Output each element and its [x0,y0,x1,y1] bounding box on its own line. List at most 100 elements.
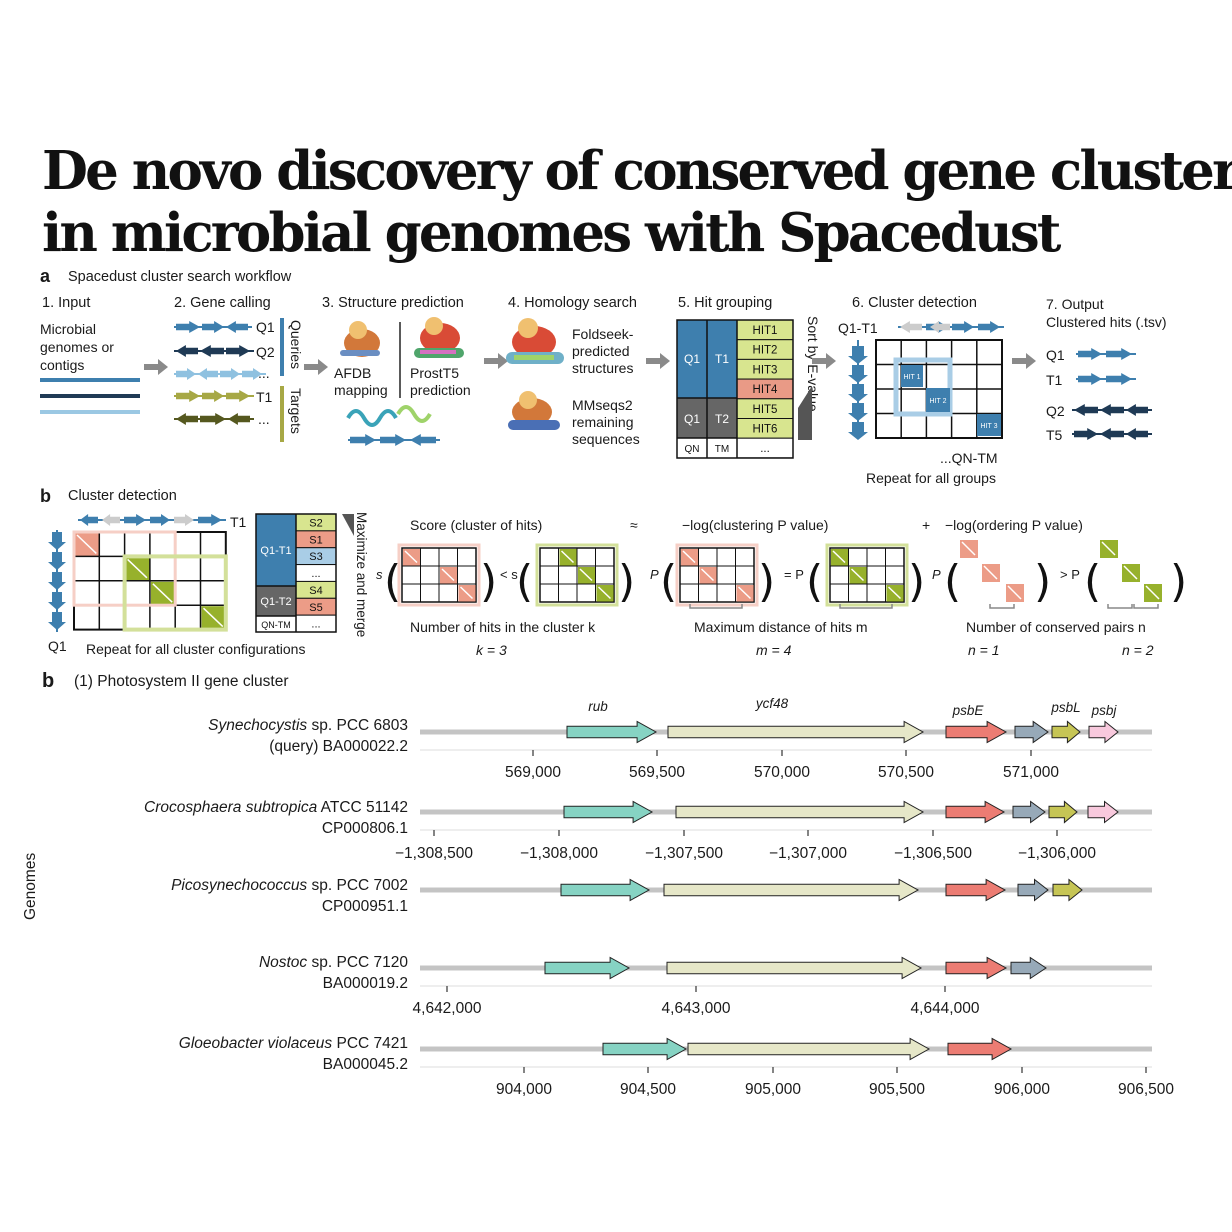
prost-text-1: ProstT5 [410,365,460,381]
tick-label: 906,000 [993,1081,1051,1098]
tbl-t1: T1 [715,352,729,366]
hit-diagonal [76,534,97,554]
gene-rub-arrow [560,878,651,902]
step-output: 7. Output [1046,296,1104,312]
mini-grid-border [397,543,481,607]
gene-arrow [200,345,224,357]
gene-label-psbj: psbj [1091,703,1117,718]
stack-label: S3 [309,551,322,563]
hit-diagonal [202,607,224,628]
open-paren: ( [944,556,961,607]
gene-q2-label: Q2 [256,344,275,360]
foldseek-text-2: predicted [572,343,630,359]
close-paren: ) [1170,556,1187,607]
m-value: m = 4 [756,642,792,658]
genome-5-accession: BA000045.2 [322,1056,408,1073]
pair-bracket [1133,604,1159,609]
close-paren: ) [1034,556,1051,607]
open-paren: ( [1084,556,1101,607]
workflow-arrows [144,353,1036,375]
tick-label: 906,500 [1117,1081,1175,1098]
hit-diagonal [579,568,593,582]
mmseqs-text-1: MMseqs2 [572,397,633,413]
hit-diagonal [832,550,846,564]
gene-arrow [174,514,194,526]
max-distance-label: Maximum distance of hits m [694,619,868,635]
hit-diagonal [961,541,976,556]
hit-label: HIT1 [753,325,778,337]
hit-diagonal [1145,585,1160,600]
step-input: 1. Input [42,295,91,311]
hit-diagonal [1101,541,1116,556]
stack-label: S4 [309,585,322,597]
panel-b-bottom-letter: b [42,670,55,692]
gene-psbJ-arrow [1088,720,1119,744]
tick-label: −1,307,000 [768,845,848,862]
pair-bracket [1107,604,1133,609]
gene-label-psbL: psbL [1051,700,1081,715]
afdb-text-1: AFDB [334,365,372,381]
repeat-all-configurations: Repeat for all cluster configurations [86,641,306,657]
gene-arrow [200,413,226,425]
p-greater: > P [1060,567,1080,582]
gene-arrow [176,345,198,357]
gene-arrow [380,434,406,446]
title-line-1: De novo discovery of conserved gene clus… [42,140,1232,202]
gene-arrow [80,514,98,526]
hit-diagonal [404,550,418,564]
score-label: Score (cluster of hits) [410,517,543,533]
hit-diagonal [459,586,474,600]
gene-arrow [1126,428,1148,440]
output-t5: T5 [1046,427,1063,443]
stack-q1t2: Q1-T2 [260,596,291,608]
s-compare: < s [500,567,518,582]
hit-label: HIT5 [753,404,778,416]
stack-label: ... [311,568,320,580]
gene-psbE-arrow [947,1037,1013,1061]
tbl-qn: QN [685,444,700,455]
gene-arrow [1074,428,1098,440]
gene-ycf48-arrow [667,720,925,744]
gene-arrow [900,321,922,333]
hit-diagonal [1123,565,1138,580]
gene-arrow [410,434,436,446]
input-text-2: genomes or [40,339,114,355]
gene-arrow [226,390,250,402]
gene-psbJ-arrow [1087,800,1119,824]
hit-diagonal [737,586,752,600]
genome-2-name: Crocosphaera subtropica ATCC 51142 [144,799,408,816]
cd-hit2: HIT 2 [930,398,947,405]
tbl-q1: Q1 [684,352,700,366]
tick-label: 904,000 [495,1081,553,1098]
num-pairs-label: Number of conserved pairs n [966,619,1146,635]
hit-diagonal [850,568,865,582]
stack-q1t1: Q1-T1 [260,545,291,557]
genome-3-accession: CP000951.1 [321,898,408,915]
tick-label: 905,000 [744,1081,802,1098]
hit-diagonal [441,568,455,582]
panel-a-subtitle: Spacedust cluster search workflow [68,269,292,285]
prost-rocket-icon [414,317,464,358]
tick-label: 569,000 [504,764,562,781]
step-gene-calling: 2. Gene calling [174,295,271,311]
hit-diagonal [682,550,696,564]
gene-q1-label: Q1 [256,319,275,335]
step-structure-prediction: 3. Structure prediction [322,295,464,311]
cluster-highlight-green [122,554,228,632]
gene-psbE-arrow [945,878,1007,902]
tick-label: −1,306,000 [1017,845,1097,862]
gene-ycf48-arrow [687,1037,931,1061]
gene-rub-arrow [563,800,654,824]
gene-calling-icon [174,321,266,425]
gene-label-psbE: psbE [952,703,984,718]
step-cluster-detection: 6. Cluster detection [852,295,977,311]
approx-sign: ≈ [630,517,638,533]
foldseek-text-1: Foldseek- [572,326,634,342]
queries-bar [280,318,284,376]
gene-arrow [1074,404,1098,416]
distance-bracket [839,604,893,609]
structure-gene-arrows [348,434,440,446]
genome-4-name: Nostoc sp. PCC 7120 [258,954,408,971]
gene-dots-2: ... [258,411,270,427]
